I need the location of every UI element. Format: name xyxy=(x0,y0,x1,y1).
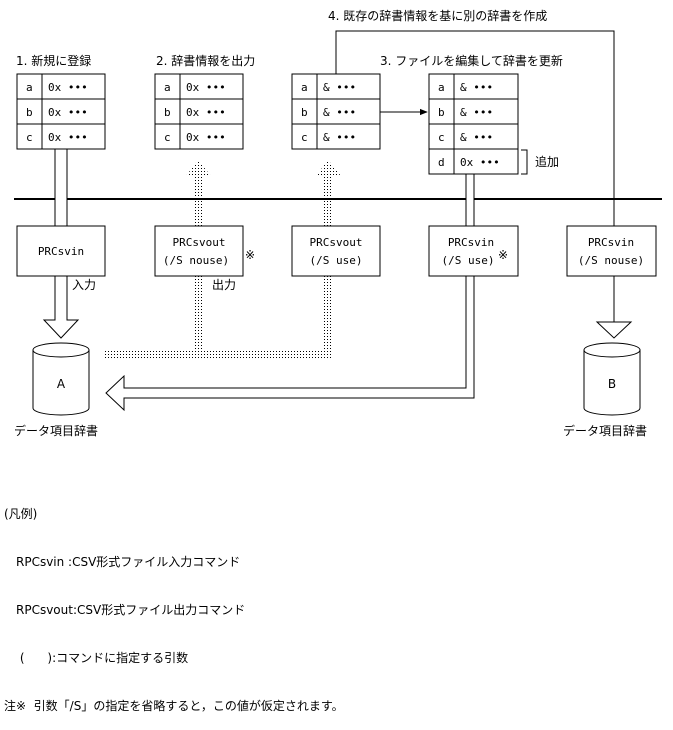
add-label: 追加 xyxy=(535,154,559,169)
command-arg: (/S nouse) xyxy=(578,254,644,267)
table-step-3: a & ••• b & ••• c & ••• xyxy=(291,73,381,150)
table-cell: c xyxy=(438,131,445,144)
legend-line-args: ( ):コマンドに指定する引数 xyxy=(16,651,189,665)
step-4-title: 4. 既存の辞書情報を基に別の辞書を作成 xyxy=(328,8,547,23)
database-b: B xyxy=(583,342,641,416)
database-b-label: B xyxy=(608,377,616,391)
database-b-caption: データ項目辞書 xyxy=(563,423,647,438)
command-prcsvout-step-2: PRCsvout (/S nouse) xyxy=(154,225,244,277)
table-cell: c xyxy=(301,131,308,144)
table-cell: 0x ••• xyxy=(48,81,88,94)
table-cell: c xyxy=(164,131,171,144)
table-cell: a xyxy=(164,81,171,94)
update-flow-return xyxy=(105,275,475,412)
table-cell: d xyxy=(438,156,445,169)
output-flow-dotted xyxy=(104,276,333,358)
table-cell: b xyxy=(438,106,445,119)
table-cell: 0x ••• xyxy=(186,131,226,144)
legend-note: 注※ 引数「/S」の指定を省略すると，この値が仮定されます。 xyxy=(4,699,344,713)
output-label: 出力 xyxy=(212,278,236,292)
input-label: 入力 xyxy=(72,278,96,292)
output-arrow-step-2 xyxy=(186,160,211,226)
table-cell: 0x ••• xyxy=(186,81,226,94)
table-cell: 0x ••• xyxy=(48,106,88,119)
database-a: A xyxy=(32,342,90,416)
table-cell: & ••• xyxy=(460,106,493,119)
table-cell: b xyxy=(26,106,33,119)
database-a-caption: データ項目辞書 xyxy=(14,423,98,438)
command-name: PRCsvout xyxy=(310,236,363,249)
command-name: PRCsvout xyxy=(173,236,226,249)
command-prcsvin-step-4: PRCsvin (/S nouse) xyxy=(566,225,657,277)
table-cell: a xyxy=(438,81,445,94)
command-arg: (/S nouse) xyxy=(163,254,229,267)
step-3-title: 3. ファイルを編集して辞書を更新 xyxy=(380,53,563,68)
table-step-1: a 0x ••• b 0x ••• c 0x ••• xyxy=(16,73,106,150)
legend-line-prcsvout: RPCsvout:CSV形式ファイル出力コマンド xyxy=(16,603,246,617)
database-a-label: A xyxy=(57,377,66,391)
add-bracket xyxy=(521,149,528,175)
table-cell: & ••• xyxy=(460,131,493,144)
legend: (凡例) RPCsvin :CSV形式ファイル入力コマンド RPCsvout:C… xyxy=(4,474,344,730)
input-arrow-to-db xyxy=(42,275,80,339)
legend-line-prcsvin: RPCsvin :CSV形式ファイル入力コマンド xyxy=(16,555,241,569)
step-4-arrowhead xyxy=(595,321,633,339)
note-mark: ※ xyxy=(245,248,255,262)
legend-title: (凡例) xyxy=(4,507,38,521)
command-arg: (/S use) xyxy=(442,254,495,267)
note-mark: ※ xyxy=(498,248,508,262)
step-1-title: 1. 新規に登録 xyxy=(16,53,91,68)
command-name: PRCsvin xyxy=(38,245,84,258)
table-cell: b xyxy=(301,106,308,119)
output-arrow-step-3 xyxy=(316,160,341,226)
command-prcsvout-step-3: PRCsvout (/S use) xyxy=(291,225,381,277)
input-arrow xyxy=(54,148,68,227)
command-name: PRCsvin xyxy=(588,236,634,249)
table-cell: & ••• xyxy=(323,131,356,144)
table-cell: 0x ••• xyxy=(460,156,500,169)
command-prcsvin-step-3: PRCsvin (/S use) xyxy=(428,225,519,277)
command-prcsvin-step-1: PRCsvin xyxy=(16,225,106,277)
table-cell: & ••• xyxy=(460,81,493,94)
table-cell: b xyxy=(164,106,171,119)
step-2-title: 2. 辞書情報を出力 xyxy=(156,53,255,68)
table-cell: & ••• xyxy=(323,106,356,119)
update-flow-arrow xyxy=(465,173,475,227)
step-4-route-line xyxy=(335,30,615,322)
table-cell: & ••• xyxy=(323,81,356,94)
table-cell: 0x ••• xyxy=(48,131,88,144)
command-name: PRCsvin xyxy=(448,236,494,249)
table-step-3-edited: a & ••• b & ••• c & ••• d 0x ••• xyxy=(428,73,519,175)
dictionary-flow-diagram: 1. 新規に登録 2. 辞書情報を出力 3. ファイルを編集して辞書を更新 4.… xyxy=(14,8,662,438)
command-arg: (/S use) xyxy=(310,254,363,267)
table-cell: 0x ••• xyxy=(186,106,226,119)
table-cell: a xyxy=(26,81,33,94)
table-step-2: a 0x ••• b 0x ••• c 0x ••• xyxy=(154,73,244,150)
table-cell: a xyxy=(301,81,308,94)
table-cell: c xyxy=(26,131,33,144)
